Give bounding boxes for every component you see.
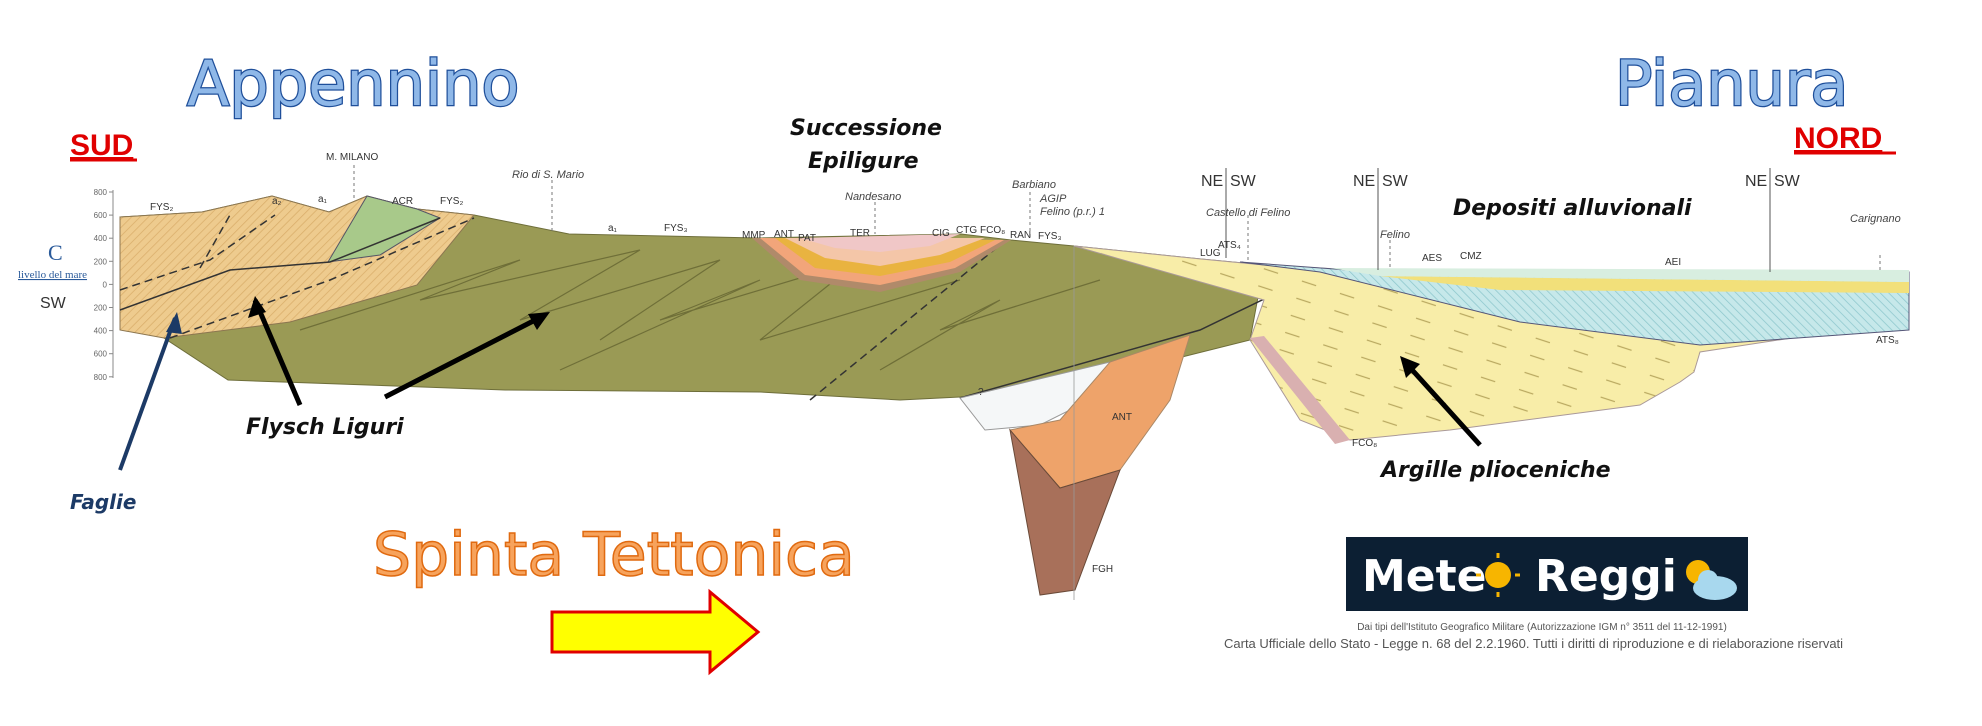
unit-label: LUG <box>1200 248 1221 259</box>
direction-sw: SW <box>40 295 67 312</box>
unit-label: a₁ <box>608 223 618 234</box>
sun-icon <box>1476 553 1520 597</box>
place-m-milano: M. MILANO <box>326 152 378 163</box>
unit-label: ATS₄ <box>1218 240 1241 251</box>
unit-label: FYS₂ <box>440 196 463 207</box>
meteo-reggio-logo: Mete Reggi <box>1346 537 1748 611</box>
title-spinta-tettonica: Spinta Tettonica <box>373 520 855 590</box>
unit-label: FCO₈ <box>980 225 1005 236</box>
orientation-lines <box>1225 168 1771 272</box>
label-sud: SUD <box>70 129 133 162</box>
fold-lines <box>299 249 1101 371</box>
title-appennino: Appennino <box>187 47 519 120</box>
place-felino: Felino <box>1380 229 1410 241</box>
unit-labels: FYS₂ a₂ a₁ ACR FYS₂ a₁ FYS₃ MMP ANT PAT … <box>150 194 1899 575</box>
axis-tick-label: 0 <box>103 280 108 289</box>
unit-label: AEI <box>1665 257 1681 268</box>
fco-band <box>1250 336 1350 444</box>
place-barbiano: Barbiano <box>1012 179 1056 191</box>
chaotic-unit <box>959 361 1111 431</box>
place-rio-s-mario: Rio di S. Mario <box>512 169 584 181</box>
place-agip: AGIP <box>1039 193 1067 205</box>
unit-label: CMZ <box>1460 251 1482 262</box>
unit-label: FYS₃ <box>664 223 688 234</box>
epiligure-basin <box>752 234 1011 292</box>
mark-ne: NE <box>1745 173 1767 190</box>
fault-arrow <box>118 317 177 471</box>
mark-ne: NE <box>1201 173 1223 190</box>
label-depositi-alluvionali: Depositi alluvionali <box>1453 196 1692 221</box>
fgh-unit <box>1009 428 1121 596</box>
mark-sw: SW <box>1382 173 1409 190</box>
unit-label: FGH <box>1092 564 1113 575</box>
mark-sw: SW <box>1774 173 1801 190</box>
unit-label: PAT <box>798 233 816 244</box>
axis-tick-label: 600 <box>94 350 108 359</box>
unit-label: CTG <box>956 225 977 236</box>
unit-label: AES <box>1422 253 1442 264</box>
axis-tick-label: 400 <box>94 234 108 243</box>
axis-tick-label: 200 <box>94 304 108 313</box>
label-faglie: Faglie <box>70 490 136 514</box>
unit-label: CIG <box>932 228 950 239</box>
unit-label: ANT <box>774 229 794 240</box>
unit-label: ANT <box>1112 412 1132 423</box>
alluvial-yellow-layer <box>1380 276 1909 293</box>
arrowhead-icon <box>248 296 266 318</box>
unit-label: FCO₈ <box>1352 438 1377 449</box>
alluvial-top-layer <box>1330 268 1909 282</box>
place-leaders <box>353 165 1881 270</box>
unit-label: TER <box>850 228 870 239</box>
mark-ne: NE <box>1353 173 1375 190</box>
unit-label: MMP <box>742 230 766 241</box>
place-castello-di-felino: Castello di Felino <box>1206 207 1290 219</box>
place-nandesano: Nandesano <box>845 191 901 203</box>
arrowhead-icon <box>528 312 550 330</box>
acr-unit <box>327 195 442 263</box>
place-carignano: Carignano <box>1850 213 1901 225</box>
label-successione: Successione <box>790 116 942 141</box>
orientation-marks: NE SW NE SW NE SW <box>1201 173 1801 190</box>
unit-label: FYS₂ <box>150 202 173 213</box>
elevation-axis: 800 600 400 200 0 200 400 600 800 <box>94 188 114 382</box>
unit-label: a₂ <box>272 196 282 207</box>
sun-cloud-icon <box>1686 560 1737 600</box>
title-pianura: Pianura <box>1615 47 1848 120</box>
unit-label: ACR <box>392 196 413 207</box>
axis-tick-label: 800 <box>94 373 108 382</box>
axis-tick-label: 200 <box>94 257 108 266</box>
logo-text-left: Mete <box>1362 551 1487 602</box>
mark-sw: SW <box>1230 173 1257 190</box>
caption-igm: Dai tipi dell'Istituto Geografico Milita… <box>1357 622 1727 633</box>
unit-label: FYS₃ <box>1038 231 1062 242</box>
axis-tick-label: 600 <box>94 211 108 220</box>
axis-tick-label: 800 <box>94 188 108 197</box>
label-nord: NORD <box>1794 122 1882 155</box>
arrowhead-icon <box>1400 356 1420 378</box>
logo-text-right: Reggi <box>1535 551 1677 602</box>
section-letter: C <box>48 240 63 265</box>
caption-copyright: Carta Ufficiale dello Stato - Legge n. 6… <box>1224 636 1843 651</box>
annotation-arrows <box>252 299 1482 447</box>
place-felino-well: Felino (p.r.) 1 <box>1040 206 1105 218</box>
axis-tick-label: 400 <box>94 327 108 336</box>
label-flysch-liguri: Flysch Liguri <box>246 415 404 440</box>
label-argille-plioceniche: Argille plioceniche <box>1379 458 1611 483</box>
arrowhead-icon <box>166 312 182 334</box>
thrust-arrow-icon <box>550 588 761 676</box>
sea-level-label: livello del mare <box>18 269 87 281</box>
unit-label: ? <box>978 387 984 398</box>
unit-label: RAN <box>1010 230 1031 241</box>
unit-label: a₁ <box>318 194 328 205</box>
label-epiligure: Epiligure <box>808 149 919 174</box>
unit-label: ATS₈ <box>1876 335 1899 346</box>
